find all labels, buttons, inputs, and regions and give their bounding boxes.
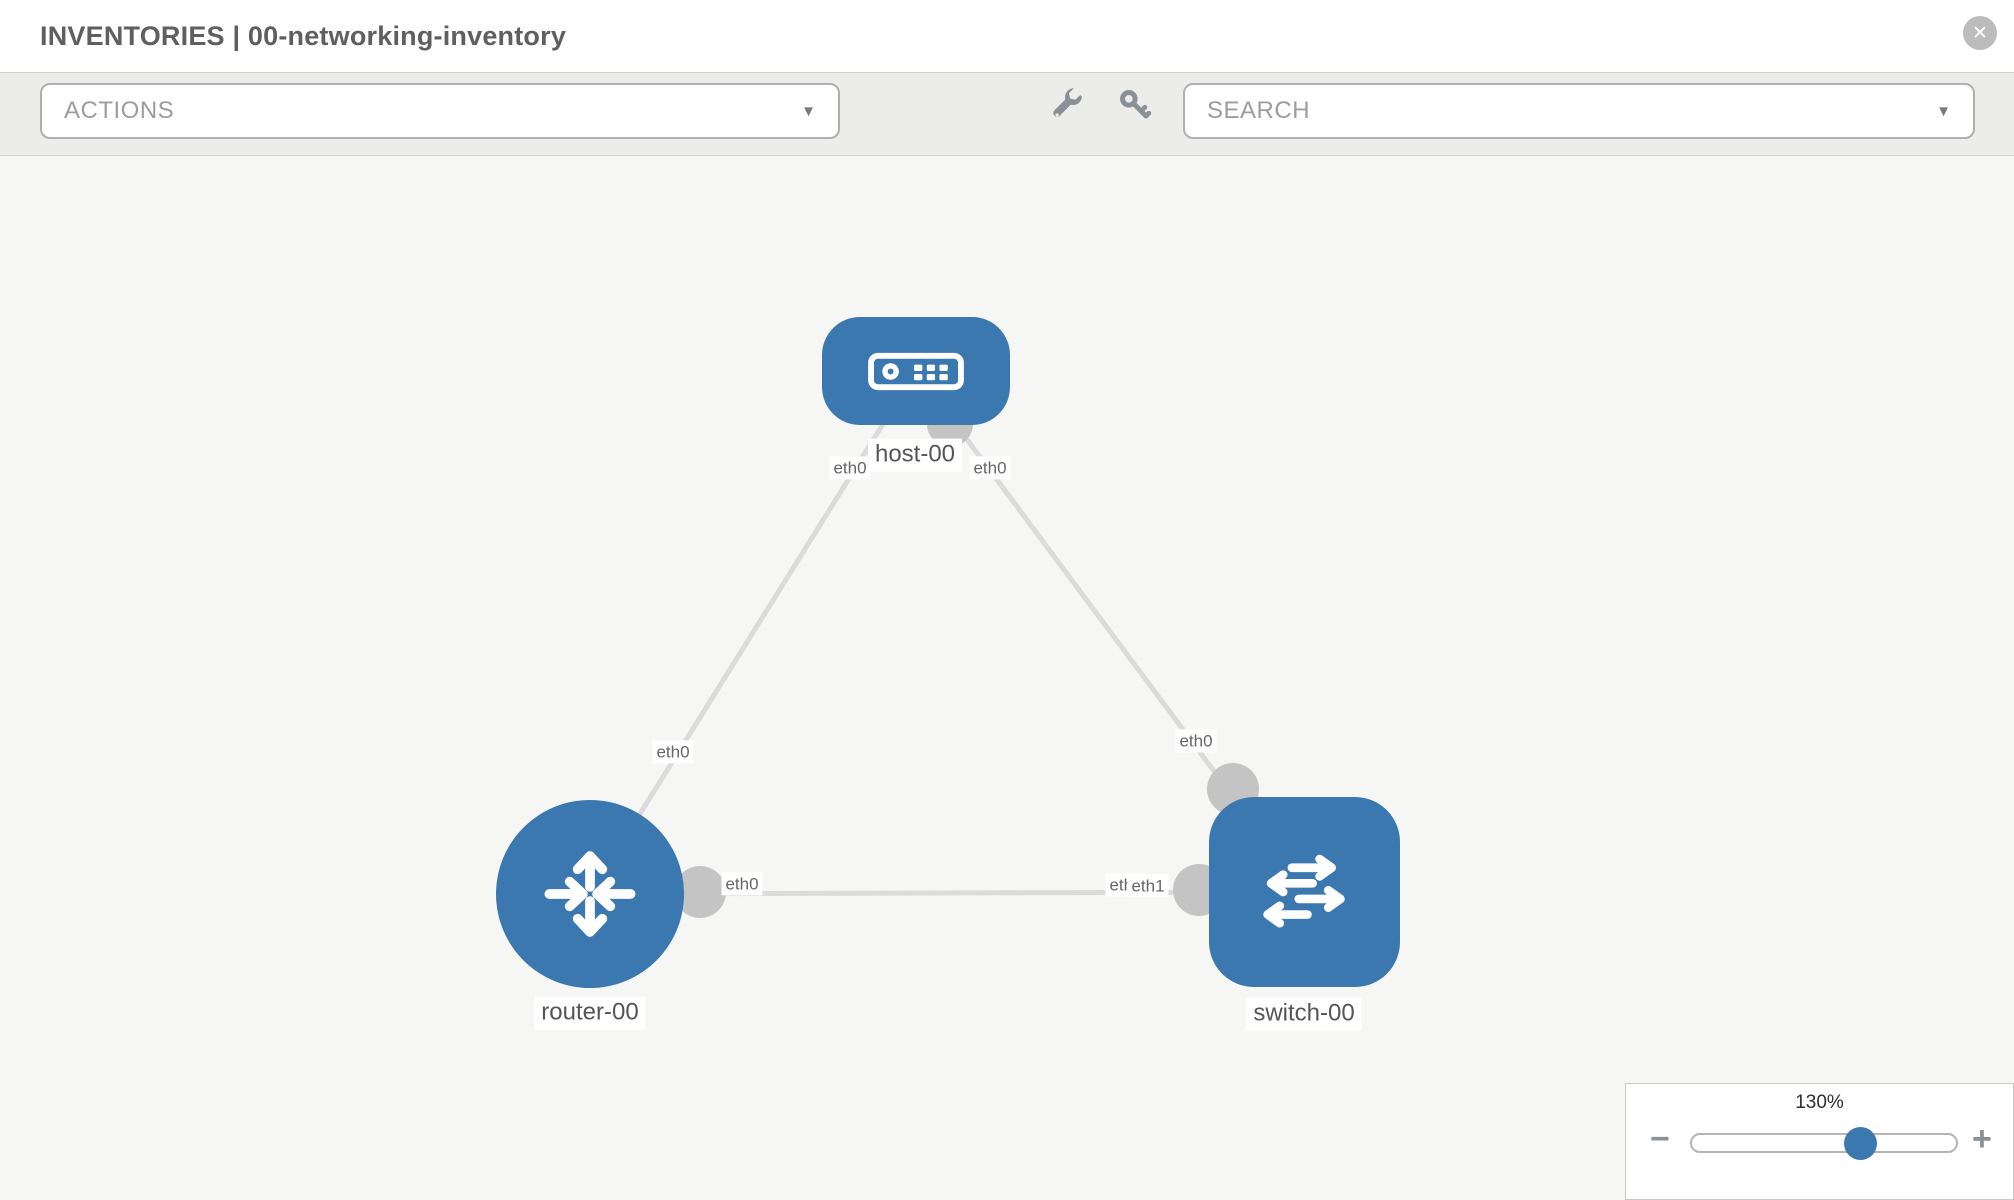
actions-dropdown-label: ACTIONS <box>64 97 175 124</box>
actions-dropdown[interactable]: ACTIONS ▼ <box>40 83 840 139</box>
page-header: INVENTORIES | 00-networking-inventory ✕ <box>0 0 2014 72</box>
zoom-out-button[interactable]: − <box>1650 1122 1670 1156</box>
node-host-00[interactable] <box>822 317 1010 425</box>
close-icon: ✕ <box>1972 22 1988 44</box>
node-label-switch-00: switch-00 <box>1246 997 1362 1031</box>
zoom-in-button[interactable]: + <box>1972 1122 1992 1156</box>
switch-icon <box>1263 854 1345 928</box>
close-button[interactable]: ✕ <box>1963 16 1997 50</box>
interface-label: eth0 <box>721 872 763 896</box>
router-icon <box>544 851 636 937</box>
key-icon[interactable] <box>1117 87 1153 123</box>
host-icon <box>868 352 964 390</box>
search-dropdown[interactable]: SEARCH ▼ <box>1183 83 1975 139</box>
interface-label: eth0 <box>829 456 871 480</box>
minus-icon: − <box>1650 1120 1670 1158</box>
node-switch-00[interactable] <box>1208 797 1400 987</box>
zoom-slider[interactable] <box>1690 1127 1958 1160</box>
zoom-slider-thumb[interactable] <box>1844 1127 1877 1160</box>
interface-label: eth0 <box>969 456 1011 480</box>
interface-label: eth0 <box>652 740 694 764</box>
interface-label: eth1 <box>1127 874 1169 898</box>
node-label-router-00: router-00 <box>534 996 646 1030</box>
node-label-host-00: host-00 <box>867 438 963 472</box>
chevron-down-icon: ▼ <box>801 102 816 120</box>
page-title: INVENTORIES | 00-networking-inventory <box>40 21 567 51</box>
zoom-control-panel: 130% − + <box>1625 1083 2014 1200</box>
interface-connector <box>674 866 726 918</box>
search-dropdown-label: SEARCH <box>1207 97 1311 124</box>
wrench-icon[interactable] <box>1049 87 1085 123</box>
toolbar: ACTIONS ▼ SEARCH ▼ <box>0 72 2014 156</box>
chevron-down-icon: ▼ <box>1936 102 1951 120</box>
node-router-00[interactable] <box>496 800 684 988</box>
zoom-level-value: 130% <box>1795 1092 1844 1113</box>
interface-label: eth0 <box>1175 729 1217 753</box>
plus-icon: + <box>1972 1120 1992 1158</box>
